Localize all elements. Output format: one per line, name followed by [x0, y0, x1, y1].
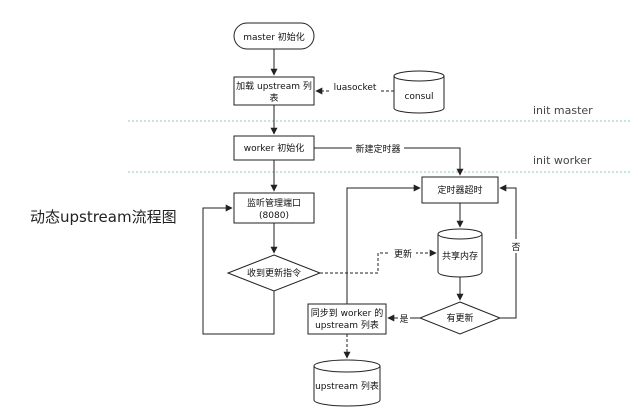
monitor-port-label-line1: 监听管理端口 — [247, 197, 301, 209]
sync-upstream-label-line2: upstream 列表 — [315, 319, 379, 331]
recv-cmd-label: 收到更新指令 — [247, 267, 301, 279]
master-init-label: master 初始化 — [243, 31, 305, 43]
has-update-label: 有更新 — [446, 312, 473, 324]
edge-recv-to-shared — [320, 249, 437, 274]
upstream-list-label: upstream 列表 — [315, 380, 379, 392]
no-label: 否 — [511, 242, 520, 253]
worker-init-label: worker 初始化 — [244, 142, 305, 154]
consul-label: consul — [404, 92, 433, 102]
new-timer-label-bg — [352, 142, 404, 154]
new-timer-label: 新建定时器 — [355, 143, 400, 155]
load-upstream-label-line1: 加载 upstream 列 — [236, 80, 312, 92]
yes-label: 是 — [399, 314, 408, 325]
monitor-port-label-line2: (8080) — [259, 211, 289, 221]
zone-label-init-master: init master — [533, 104, 593, 117]
timer-timeout-node — [421, 176, 499, 204]
luasocket-label-bg — [331, 80, 379, 92]
load-upstream-node — [233, 76, 315, 106]
has-update-decision — [418, 301, 502, 335]
edge-sync-to-timer — [346, 184, 421, 304]
update-label-bg — [390, 247, 416, 259]
load-upstream-label-line2: 表 — [269, 92, 278, 104]
zone-label-init-worker: init worker — [533, 154, 592, 167]
no-label-bg — [510, 239, 522, 253]
yes-label-bg — [398, 312, 410, 324]
upstream-list-database-icon — [313, 359, 381, 407]
diagram-title: 动态upstream流程图 — [30, 208, 177, 226]
edge-recv-loop-back — [202, 204, 275, 335]
timer-timeout-label: 定时器超时 — [437, 184, 482, 196]
update-label: 更新 — [394, 248, 412, 260]
luasocket-label: luasocket — [334, 83, 377, 93]
consul-database-icon — [393, 70, 445, 114]
shared-memory-label: 共享内存 — [442, 250, 478, 262]
shared-memory-database-icon — [437, 228, 483, 278]
sync-upstream-label-line1: 同步到 worker 的 — [311, 307, 383, 319]
